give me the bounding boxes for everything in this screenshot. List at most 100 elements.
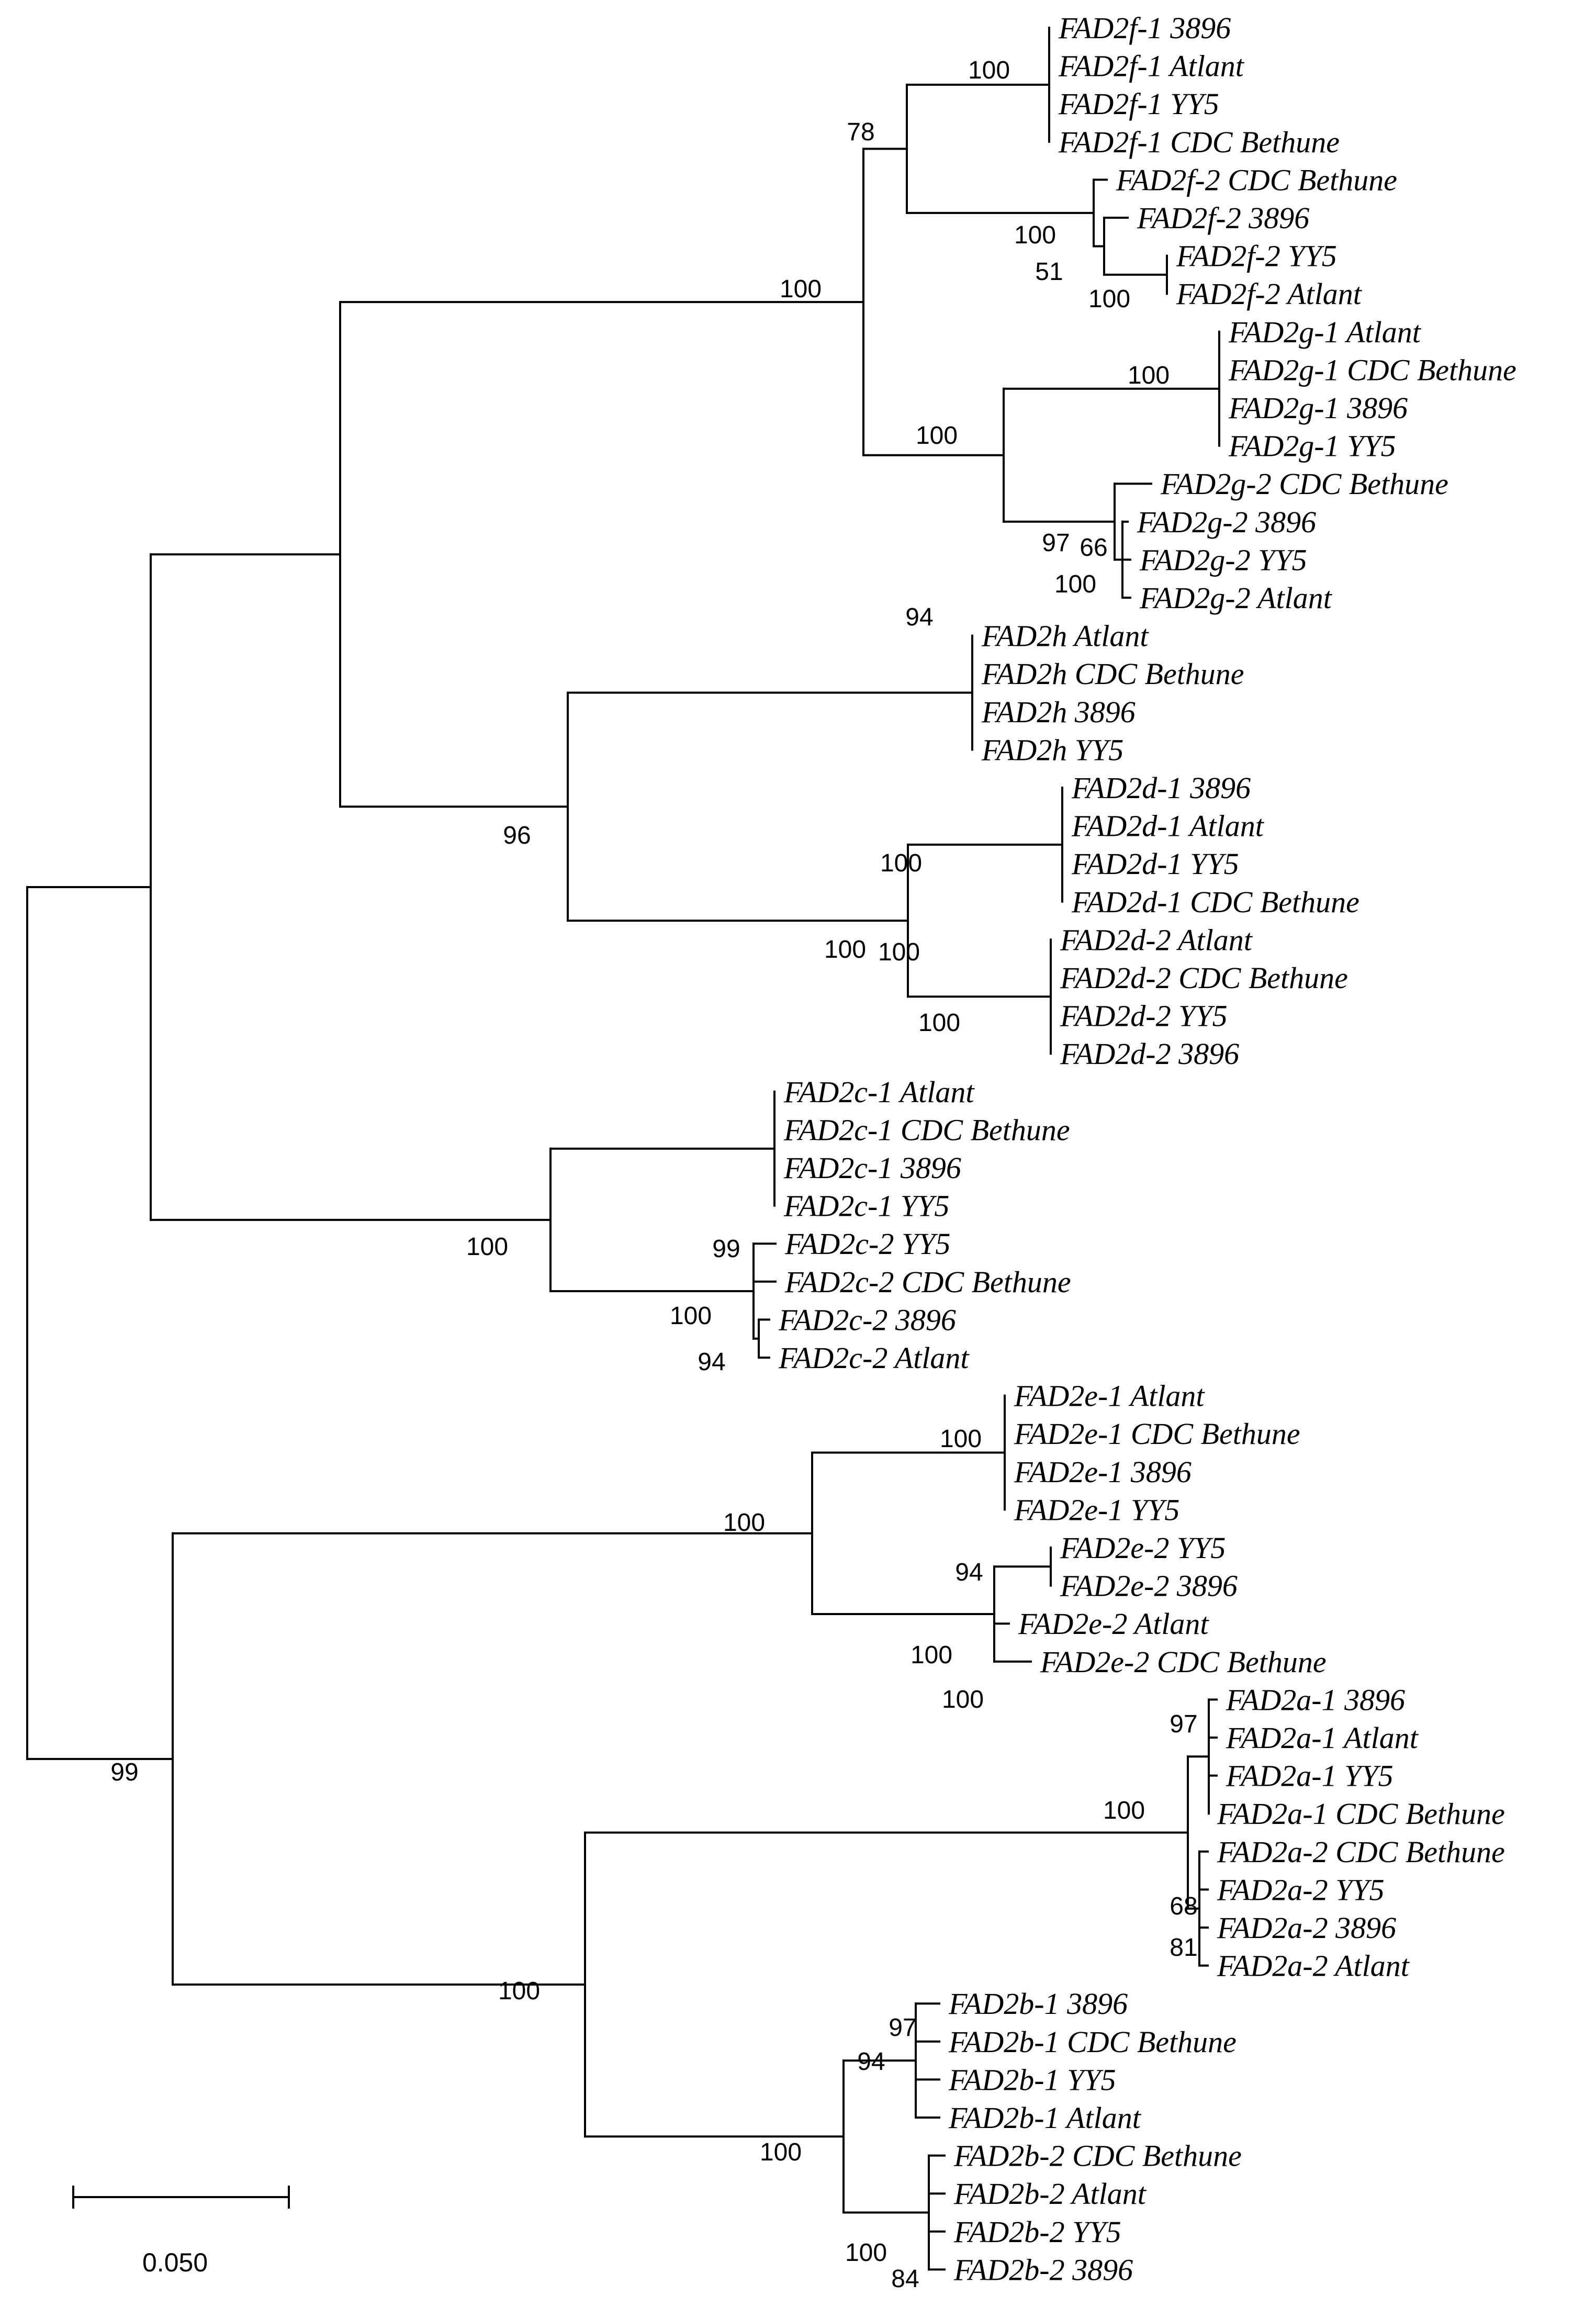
- leaf-label: FAD2f-1 3896: [1058, 11, 1231, 45]
- bootstrap-label: 100: [911, 1641, 952, 1669]
- bootstrap-label: 100: [916, 422, 958, 450]
- bootstrap-label: 68: [1170, 1892, 1197, 1920]
- leaf-label: FAD2b-2 CDC Bethune: [953, 2139, 1242, 2173]
- bootstrap-label: 100: [670, 1302, 712, 1330]
- leaf-label: FAD2d-1 3896: [1071, 771, 1251, 805]
- bootstrap-label: 51: [1035, 258, 1063, 286]
- bootstrap-label: 100: [498, 1977, 540, 2005]
- leaf-label: FAD2h CDC Bethune: [981, 657, 1244, 691]
- leaf-label: FAD2d-2 3896: [1060, 1037, 1239, 1071]
- leaf-label: FAD2g-1 Atlant: [1228, 315, 1422, 349]
- scale-bar-label: 0.050: [142, 2248, 208, 2277]
- leaf-label: FAD2d-1 YY5: [1071, 847, 1239, 881]
- leaf-label: FAD2c-2 Atlant: [778, 1341, 970, 1375]
- leaf-label: FAD2c-2 CDC Bethune: [784, 1265, 1071, 1299]
- leaf-label: FAD2d-1 Atlant: [1071, 809, 1265, 843]
- leaf-label: FAD2a-1 Atlant: [1226, 1721, 1419, 1755]
- leaf-label: FAD2d-1 CDC Bethune: [1071, 885, 1359, 919]
- bootstrap-label: 100: [940, 1425, 982, 1453]
- bootstrap-label: 100: [942, 1686, 984, 1714]
- leaf-label: FAD2f-2 YY5: [1176, 239, 1337, 273]
- leaf-label: FAD2g-1 YY5: [1228, 429, 1396, 463]
- scale-bar-line: [72, 2186, 290, 2209]
- leaf-label: FAD2g-2 3896: [1137, 505, 1316, 539]
- leaf-label: FAD2f-2 3896: [1137, 201, 1309, 235]
- leaf-label: FAD2c-1 3896: [783, 1151, 961, 1185]
- leaf-label: FAD2e-2 CDC Bethune: [1040, 1645, 1327, 1679]
- leaf-label: FAD2g-2 Atlant: [1139, 581, 1333, 615]
- leaf-label: FAD2a-2 3896: [1217, 1911, 1396, 1945]
- leaf-label: FAD2h YY5: [981, 733, 1123, 767]
- leaf-label: FAD2h Atlant: [981, 619, 1149, 653]
- bootstrap-label: 94: [698, 1348, 725, 1376]
- leaf-label: FAD2c-1 YY5: [783, 1189, 949, 1223]
- bootstrap-label: 78: [847, 118, 874, 146]
- leaf-label: FAD2a-1 YY5: [1226, 1759, 1393, 1793]
- leaf-label: FAD2a-1 3896: [1226, 1683, 1405, 1717]
- bootstrap-label: 66: [1080, 534, 1107, 562]
- leaf-label: FAD2b-1 CDC Bethune: [948, 2025, 1237, 2059]
- leaf-label: FAD2b-2 Atlant: [953, 2177, 1147, 2211]
- leaf-label: FAD2e-2 3896: [1060, 1569, 1238, 1603]
- leaf-label: FAD2f-2 Atlant: [1176, 277, 1363, 311]
- leaf-label: FAD2f-1 YY5: [1058, 87, 1219, 121]
- bootstrap-label: 100: [880, 849, 922, 877]
- leaf-label: FAD2e-1 3896: [1014, 1455, 1192, 1489]
- leaf-label: FAD2a-2 CDC Bethune: [1217, 1835, 1505, 1869]
- bootstrap-label: 84: [891, 2265, 919, 2293]
- leaf-label: FAD2b-2 3896: [953, 2253, 1133, 2287]
- leaf-label: FAD2b-2 YY5: [953, 2215, 1121, 2249]
- bootstrap-label: 100: [760, 2138, 802, 2166]
- bootstrap-label: 100: [1088, 285, 1130, 313]
- leaf-label: FAD2b-1 Atlant: [948, 2101, 1142, 2135]
- bootstrap-label: 100: [1014, 221, 1056, 249]
- bootstrap-label: 100: [780, 275, 822, 303]
- leaf-label: FAD2e-2 Atlant: [1018, 1607, 1209, 1641]
- leaf-label: FAD2d-2 YY5: [1060, 999, 1228, 1033]
- bootstrap-label: 99: [110, 1759, 138, 1786]
- leaf-label: FAD2b-1 3896: [948, 1987, 1128, 2021]
- leaf-label: FAD2a-1 CDC Bethune: [1217, 1797, 1505, 1831]
- bootstrap-label: 100: [968, 57, 1010, 84]
- leaf-label: FAD2g-1 3896: [1228, 391, 1408, 425]
- bootstrap-label: 97: [889, 2014, 916, 2042]
- tree-branches: [26, 27, 1220, 2271]
- leaf-label: FAD2c-1 CDC Bethune: [783, 1113, 1070, 1147]
- bootstrap-label: 96: [503, 822, 531, 849]
- leaf-label: FAD2c-1 Atlant: [783, 1075, 975, 1109]
- bootstrap-label: 100: [845, 2239, 887, 2267]
- bootstrap-label: 100: [878, 938, 920, 966]
- leaf-label: FAD2d-2 CDC Bethune: [1060, 961, 1348, 995]
- bootstrap-label: 97: [1042, 529, 1070, 557]
- leaf-label: FAD2f-1 Atlant: [1058, 49, 1245, 83]
- scale-bar: 0.050: [72, 2186, 290, 2277]
- leaf-label: FAD2e-2 YY5: [1060, 1531, 1226, 1565]
- bootstrap-labels: 100 78 100 51 100 100 100 100 66 97 100 94 100 100 100…: [110, 57, 1197, 2293]
- leaf-label: FAD2b-1 YY5: [948, 2063, 1116, 2097]
- leaf-label: FAD2d-2 Atlant: [1060, 923, 1253, 957]
- bootstrap-label: 94: [905, 603, 933, 631]
- leaf-label: FAD2g-2 CDC Bethune: [1160, 467, 1448, 501]
- leaf-label: FAD2a-2 YY5: [1217, 1873, 1385, 1907]
- leaf-label: FAD2f-2 CDC Bethune: [1116, 163, 1397, 197]
- bootstrap-label: 100: [1128, 362, 1170, 389]
- leaf-label: FAD2g-1 CDC Bethune: [1228, 353, 1516, 387]
- leaf-label: FAD2e-1 CDC Bethune: [1014, 1417, 1300, 1451]
- bootstrap-label: 100: [918, 1009, 960, 1037]
- leaf-label: FAD2f-1 CDC Bethune: [1058, 125, 1340, 159]
- bootstrap-label: 100: [824, 936, 866, 964]
- bootstrap-label: 100: [1054, 570, 1096, 598]
- bootstrap-label: 97: [1170, 1710, 1197, 1738]
- leaf-label: FAD2h 3896: [981, 695, 1136, 729]
- bootstrap-label: 100: [1103, 1797, 1145, 1824]
- bootstrap-label: 100: [723, 1509, 765, 1537]
- leaf-label: FAD2e-1 Atlant: [1014, 1379, 1205, 1413]
- leaf-label: FAD2e-1 YY5: [1014, 1493, 1179, 1527]
- bootstrap-label: 94: [955, 1559, 983, 1586]
- leaf-label: FAD2c-2 YY5: [784, 1227, 950, 1261]
- bootstrap-label: 99: [712, 1235, 740, 1263]
- leaf-label: FAD2a-2 Atlant: [1217, 1949, 1410, 1983]
- bootstrap-label: 81: [1170, 1934, 1197, 1962]
- leaf-label: FAD2c-2 3896: [778, 1303, 956, 1337]
